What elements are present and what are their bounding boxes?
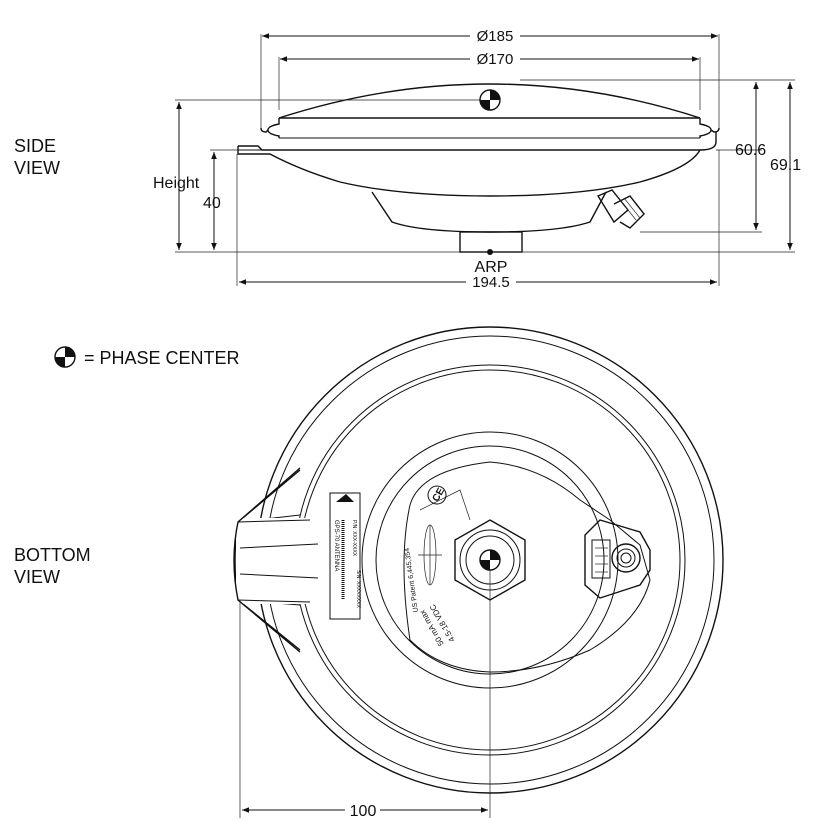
dimension-60-6-label: 60.6 bbox=[735, 142, 766, 159]
phase-center-legend: = PHASE CENTER bbox=[54, 346, 240, 368]
dimension-40: 40 bbox=[203, 152, 221, 250]
bottom-view: GPS-70 ANTENNA P/N: XXX-XXXX S/N: XXXXXX… bbox=[233, 326, 724, 820]
side-view-label-line1: SIDE bbox=[14, 136, 56, 156]
dimension-69-1: 69.1 bbox=[770, 82, 801, 250]
bottom-boss bbox=[459, 231, 523, 253]
mounting-tab bbox=[233, 467, 319, 653]
side-connector bbox=[596, 189, 645, 229]
bottom-view-label-line1: BOTTOM bbox=[14, 545, 91, 565]
arp-point bbox=[487, 249, 493, 255]
label-line3: S/N: XXXXXXXX bbox=[355, 570, 361, 608]
radome-dome bbox=[278, 83, 701, 119]
diameter-185-dimension: Ø185 bbox=[262, 28, 718, 45]
height-dimension: Height bbox=[153, 102, 200, 250]
housing-body bbox=[238, 132, 717, 151]
label-line2: P/N: XXX-XXXX bbox=[351, 520, 357, 557]
ce-mark: CE bbox=[427, 485, 448, 505]
bottom-view-label-line2: VIEW bbox=[14, 567, 60, 587]
connector-marking-line3: US Patent 6,445,354 bbox=[404, 547, 420, 612]
dimension-40-label: 40 bbox=[203, 195, 221, 212]
diameter-170-label: Ø170 bbox=[477, 51, 514, 68]
dimension-100: 100 bbox=[239, 570, 491, 820]
dimension-194-5-label: 194.5 bbox=[472, 274, 510, 291]
side-view: Ø185 Ø170 bbox=[153, 28, 801, 291]
phase-center-icon bbox=[479, 89, 501, 111]
diameter-185-label: Ø185 bbox=[477, 28, 514, 45]
diameter-170-dimension: Ø170 bbox=[280, 51, 699, 68]
product-label: GPS-70 ANTENNA P/N: XXX-XXXX S/N: XXXXXX… bbox=[329, 492, 361, 620]
phase-center-legend-icon bbox=[54, 346, 76, 368]
arp-label: ARP bbox=[475, 259, 508, 276]
label-diagram bbox=[418, 524, 442, 586]
dimension-69-1-label: 69.1 bbox=[770, 157, 801, 174]
side-view-label-line2: VIEW bbox=[14, 158, 60, 178]
height-label: Height bbox=[153, 175, 200, 192]
dimension-194-5: 194.5 bbox=[236, 150, 720, 291]
dimension-100-label: 100 bbox=[350, 803, 377, 820]
bottom-phase-center-icon bbox=[479, 549, 501, 571]
label-line1: GPS-70 ANTENNA bbox=[333, 520, 339, 571]
bottom-connector bbox=[584, 519, 651, 599]
dimension-60-6: 60.6 bbox=[735, 82, 766, 230]
phase-center-legend-text: = PHASE CENTER bbox=[84, 348, 240, 368]
base-cone bbox=[371, 191, 607, 233]
svg-text:CE: CE bbox=[431, 486, 448, 504]
